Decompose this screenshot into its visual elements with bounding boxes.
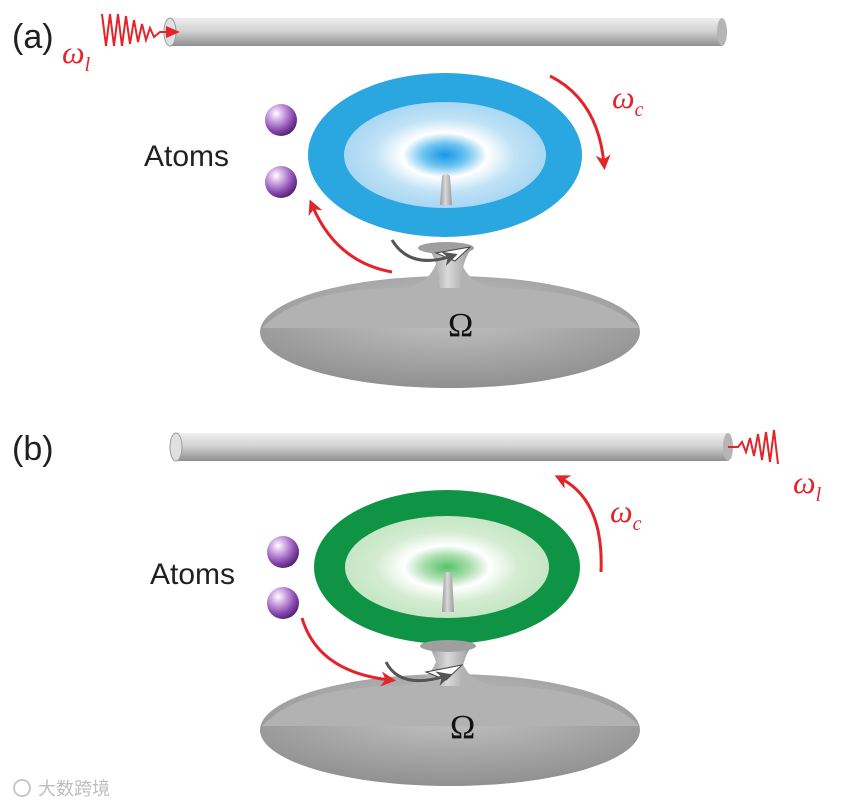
watermark: 大数跨境 xyxy=(13,779,110,800)
laser-arrow-icon xyxy=(166,26,180,38)
watermark-logo-icon xyxy=(13,779,31,797)
cavity-rotation-arrow xyxy=(554,475,603,573)
cavity-frequency-symbol: ωc xyxy=(610,493,642,535)
mechanical-rotation-arrow xyxy=(384,661,452,686)
atom-icon xyxy=(265,104,297,136)
atoms-label: Atoms xyxy=(150,558,235,591)
panel-label: (a) xyxy=(12,18,54,56)
laser-frequency-symbol: ωl xyxy=(793,464,822,506)
mechanical-frequency-symbol: Ω xyxy=(448,307,473,344)
laser-wave-icon xyxy=(101,13,168,47)
laser-frequency-symbol: ωl xyxy=(62,34,91,76)
atoms-label: Atoms xyxy=(144,140,229,173)
atom-icon xyxy=(265,166,297,198)
atom-icon xyxy=(267,536,299,568)
optical-fiber xyxy=(163,17,727,47)
atom-icon xyxy=(267,587,299,619)
microresonator-ring xyxy=(308,73,582,254)
cavity-frequency-symbol: ωc xyxy=(612,79,644,121)
panel-b: (b) ωl Atoms xyxy=(12,429,822,786)
pedestal xyxy=(260,646,640,786)
watermark-text: 大数跨境 xyxy=(38,779,110,800)
panel-label: (b) xyxy=(12,430,54,468)
microresonator-ring xyxy=(314,490,580,652)
panel-a: (a) ωl Atoms xyxy=(12,13,727,388)
laser-wave-icon xyxy=(728,429,779,465)
atom-coupling-arrow xyxy=(300,617,396,687)
cavity-rotation-arrow xyxy=(549,74,611,170)
optical-fiber xyxy=(169,432,733,462)
pedestal xyxy=(260,248,640,388)
atom-coupling-arrow xyxy=(308,199,393,274)
mechanical-rotation-arrow xyxy=(390,239,458,266)
mechanical-frequency-symbol: Ω xyxy=(450,709,475,746)
